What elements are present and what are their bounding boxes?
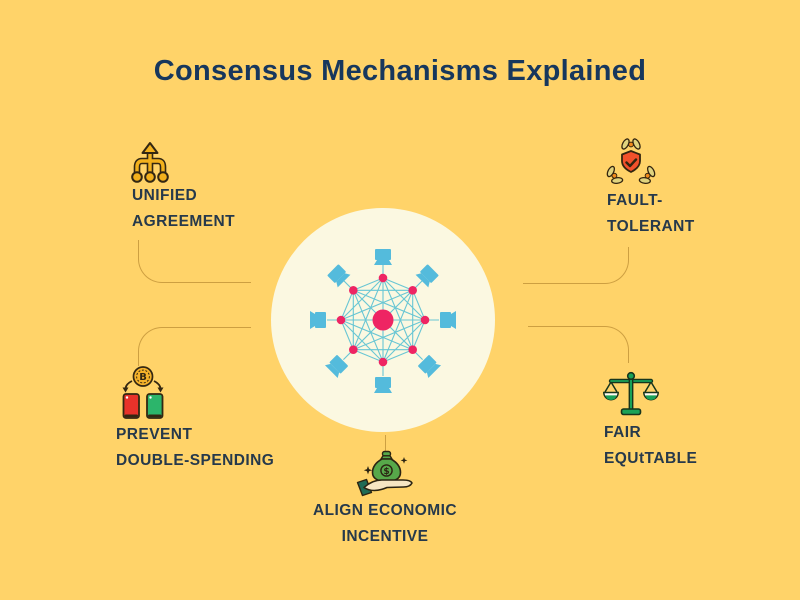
balance-scale-icon bbox=[603, 371, 659, 416]
svg-text:$: $ bbox=[383, 467, 389, 477]
feature-label: ALIGN ECONOMIC INCENTIVE bbox=[312, 502, 458, 545]
feature-fault-tolerant: FAULT- TOLERANT bbox=[602, 136, 694, 235]
money-bag-hand-icon: $ bbox=[356, 450, 413, 497]
distributed-network-illustration bbox=[310, 249, 456, 393]
svg-text:B: B bbox=[139, 372, 147, 383]
feature-prevent-double-spending: B PREVENT DOUBLE-SPENDING bbox=[113, 365, 274, 469]
connector-line-bottom-right bbox=[528, 326, 629, 363]
network-device-icon bbox=[310, 311, 326, 329]
feature-label: UNIFIED AGREEMENT bbox=[132, 187, 236, 230]
feature-label: PREVENT DOUBLE-SPENDING bbox=[116, 426, 275, 469]
connector-line-bottom-center bbox=[385, 435, 387, 456]
connector-line-bottom-left bbox=[138, 327, 251, 366]
network-device-icon bbox=[374, 377, 392, 393]
bitcoin-split-icon: B bbox=[122, 366, 164, 419]
shield-hands-icon bbox=[602, 137, 660, 189]
connector-line-top-left bbox=[138, 240, 251, 283]
feature-unified-agreement: UNIFIED AGREEMENT bbox=[127, 140, 235, 230]
center-circle bbox=[271, 208, 495, 432]
feature-label: FAULT- TOLERANT bbox=[607, 192, 695, 235]
network-device-icon bbox=[440, 311, 456, 329]
feature-label: FAIR EQUtTABLE bbox=[604, 424, 698, 467]
merge-arrows-icon bbox=[131, 142, 169, 183]
feature-fair-equitable: FAIR EQUtTABLE bbox=[601, 370, 697, 467]
feature-align-economic-incentive: $ ALIGN ECONOMIC INCENTIVE bbox=[313, 446, 457, 545]
connector-line-top-right bbox=[523, 247, 629, 284]
page-title: Consensus Mechanisms Explained bbox=[153, 55, 647, 87]
network-device-icon bbox=[374, 249, 392, 265]
